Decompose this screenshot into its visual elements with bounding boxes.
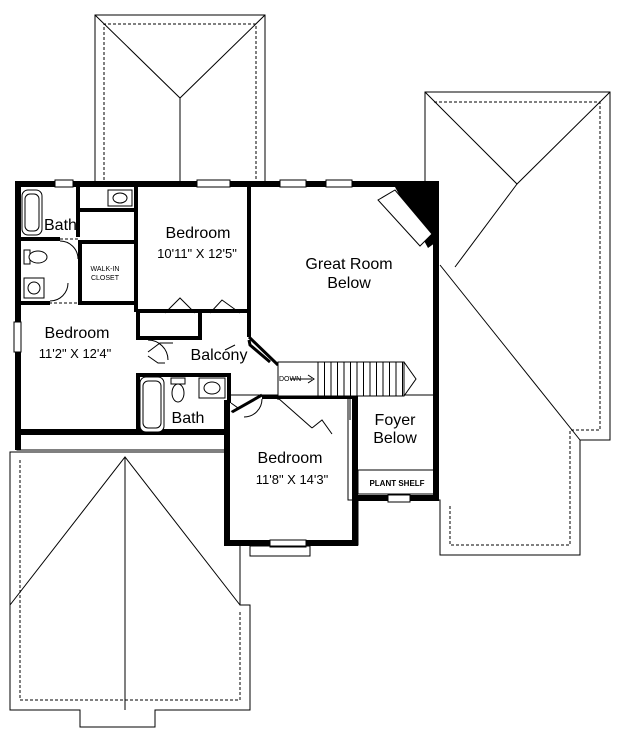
bedroom-left-dims: 11'2" X 12'4"	[39, 346, 112, 361]
walkin-closet-label-1: WALK-IN	[91, 266, 120, 273]
foyer-label-2: Below	[373, 430, 417, 447]
bath-bottom-label: Bath	[172, 410, 205, 427]
bedroom-bottom-dims: 11'8" X 14'3"	[256, 472, 329, 487]
doors	[49, 240, 333, 435]
great-room-label-2: Below	[327, 275, 371, 292]
roof-right	[424, 91, 611, 556]
staircase	[277, 361, 417, 397]
stairs-down-label: DOWN	[279, 376, 301, 383]
plant-shelf-box	[357, 469, 435, 495]
great-room-label-1: Great Room	[305, 256, 392, 273]
foyer-label-1: Foyer	[375, 412, 417, 429]
exterior-walls	[15, 181, 439, 546]
plant-shelf-label: PLANT SHELF	[369, 479, 424, 488]
bedroom-left-label: Bedroom	[45, 325, 110, 342]
bath-top-label: Bath	[44, 217, 77, 234]
roof-bottom-left	[9, 451, 251, 728]
bedroom-top-dims: 10'11" X 12'5"	[157, 246, 237, 261]
windows	[13, 179, 411, 557]
balcony-label: Balcony	[191, 347, 248, 364]
fixtures	[21, 189, 226, 433]
walkin-closet-label-2: CLOSET	[91, 275, 120, 282]
bedroom-bottom-label: Bedroom	[258, 450, 323, 467]
roof-top-center	[94, 14, 266, 186]
bedroom-top-label: Bedroom	[166, 225, 231, 242]
